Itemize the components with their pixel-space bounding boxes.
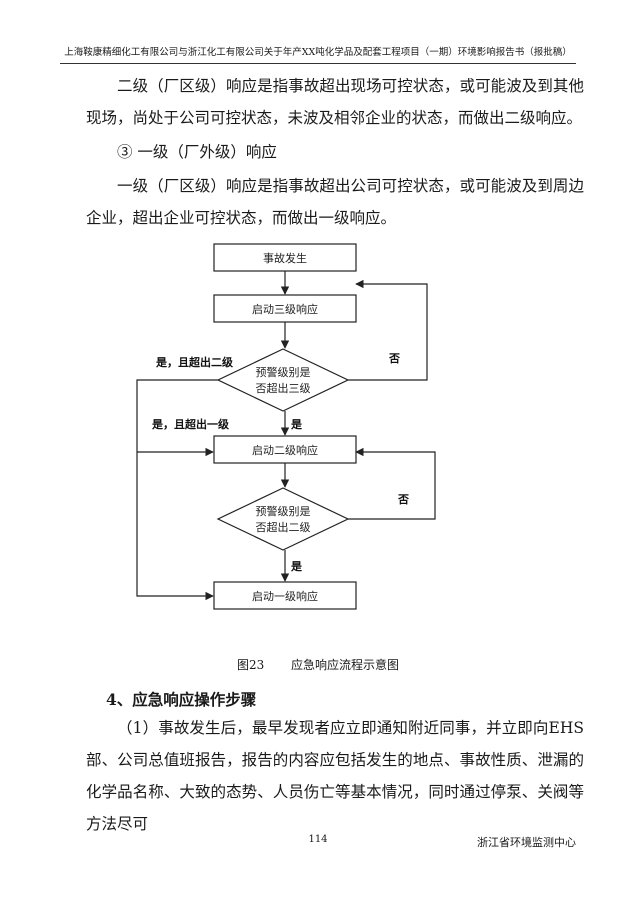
decision-exceed-level3	[216, 348, 350, 412]
decision1-line2: 否超出三级	[256, 381, 311, 395]
decision2-line2: 否超出二级	[256, 520, 311, 534]
page-header: 上海鞍康精细化工有限公司与浙江化工有限公司关于年产XX吨化学品及配套工程项目（一…	[60, 44, 576, 64]
label-yes-exceed2: 是，且超出二级	[155, 355, 234, 369]
label-no-1: 否	[388, 352, 400, 365]
label-yes-2: 是	[290, 560, 303, 573]
decision1-line1: 预警级别是	[256, 365, 311, 379]
list-item-level1: ③ 一级（厂外级）响应	[117, 143, 277, 161]
label-no-2: 否	[397, 493, 409, 506]
label-yes-1: 是	[290, 418, 303, 431]
box-level2-label: 启动二级响应	[252, 443, 318, 457]
figure-title: 应急响应流程示意图	[290, 658, 399, 672]
label-yes-exceed1: 是，且超出一级	[151, 417, 230, 431]
box-level3-label: 启动三级响应	[252, 302, 318, 316]
decision2-line1: 预警级别是	[256, 504, 311, 518]
arrow-decision1-no-loop	[348, 279, 428, 381]
box-incident	[213, 243, 357, 272]
figure-caption: 图23 应急响应流程示意图	[0, 656, 636, 673]
decision-exceed-level2	[216, 487, 350, 551]
arrow-exceed2-to-level1	[136, 379, 218, 601]
footer-organization: 浙江省环境监测中心	[477, 836, 576, 849]
paragraph-level2-description: 二级（厂区级）响应是指事故超出现场可控状态，或可能波及到其他现场，尚处于公司可控…	[86, 77, 584, 127]
box-incident-label: 事故发生	[263, 251, 307, 265]
page-number: 114	[308, 834, 328, 845]
paragraph-level1-description: 一级（厂区级）响应是指事故超出公司可控状态，或可能波及到周边企业，超出企业可控状…	[86, 177, 584, 227]
box-level1-label: 启动一级响应	[252, 589, 318, 603]
box-level1-response	[213, 581, 357, 610]
arrow-decision2-no-loop	[348, 447, 436, 520]
figure-number: 图23	[237, 658, 265, 672]
paragraph-step1: （1）事故发生后，最早发现者应立即通知附近同事，并立即向EHS部、公司总值班报告…	[86, 719, 584, 833]
section-heading: 4、应急响应操作步骤	[106, 690, 257, 709]
